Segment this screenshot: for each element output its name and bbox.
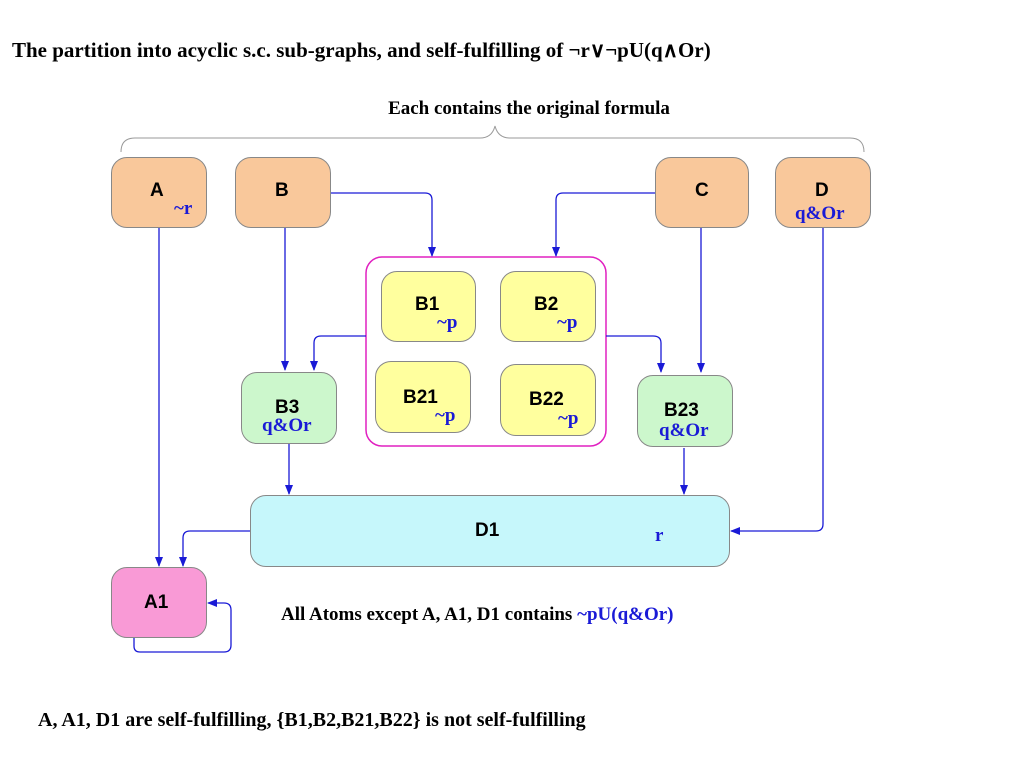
node-b[interactable]: B [235, 157, 331, 228]
node-b3-label: B3 [275, 397, 300, 418]
curly-brace [120, 125, 865, 153]
node-b21[interactable]: B21 ~p [375, 361, 471, 433]
node-a1[interactable]: A1 [111, 567, 207, 638]
edge-group-b3 [310, 335, 366, 371]
node-b3-formula: q&Or [262, 415, 312, 436]
node-a-label: A [150, 180, 164, 201]
atoms-note-formula: ~pU(q&Or) [577, 604, 674, 625]
edge-d1-a1 [179, 530, 250, 567]
node-a-formula: ~r [174, 198, 193, 219]
node-c[interactable]: C [655, 157, 749, 228]
edge-b-group [331, 192, 436, 257]
edge-a1-self-loop [133, 599, 232, 653]
node-d[interactable]: D q&Or [775, 157, 871, 228]
node-b1[interactable]: B1 ~p [381, 271, 476, 342]
conclusion-text: A, A1, D1 are self-fulfilling, {B1,B2,B2… [38, 709, 586, 731]
node-b23-formula: q&Or [659, 420, 709, 441]
node-d-label: D [815, 180, 829, 201]
atoms-note-text: All Atoms except A, A1, D1 contains [281, 604, 578, 625]
brace-caption: Each contains the original formula [388, 98, 670, 119]
node-a1-label: A1 [144, 592, 169, 613]
node-b22-formula: ~p [558, 408, 579, 429]
node-b-label: B [275, 180, 289, 201]
node-d1-label: D1 [475, 520, 500, 541]
node-d-formula: q&Or [795, 203, 845, 224]
node-b23[interactable]: B23 q&Or [637, 375, 733, 447]
page-title: The partition into acyclic s.c. sub-grap… [12, 38, 711, 62]
node-c-label: C [695, 180, 709, 201]
node-d1[interactable]: D1 r [250, 495, 730, 567]
node-d1-formula: r [655, 525, 664, 546]
node-b1-formula: ~p [437, 312, 458, 333]
node-b2-label: B2 [534, 294, 559, 315]
edge-group-b23 [606, 335, 665, 373]
node-b1-label: B1 [415, 294, 440, 315]
scc-group-box [365, 256, 607, 447]
node-b21-formula: ~p [435, 405, 456, 426]
node-b2[interactable]: B2 ~p [500, 271, 596, 342]
node-b3[interactable]: B3 q&Or [241, 372, 337, 444]
node-b22[interactable]: B22 ~p [500, 364, 596, 436]
node-a[interactable]: A ~r [111, 157, 207, 228]
node-b23-label: B23 [664, 400, 699, 421]
node-b2-formula: ~p [557, 312, 578, 333]
node-b21-label: B21 [403, 387, 438, 408]
node-b22-label: B22 [529, 389, 564, 410]
atoms-note: All Atoms except A, A1, D1 contains ~pU(… [281, 604, 674, 626]
edge-d-d1 [730, 228, 824, 535]
edge-c-group [552, 192, 655, 257]
